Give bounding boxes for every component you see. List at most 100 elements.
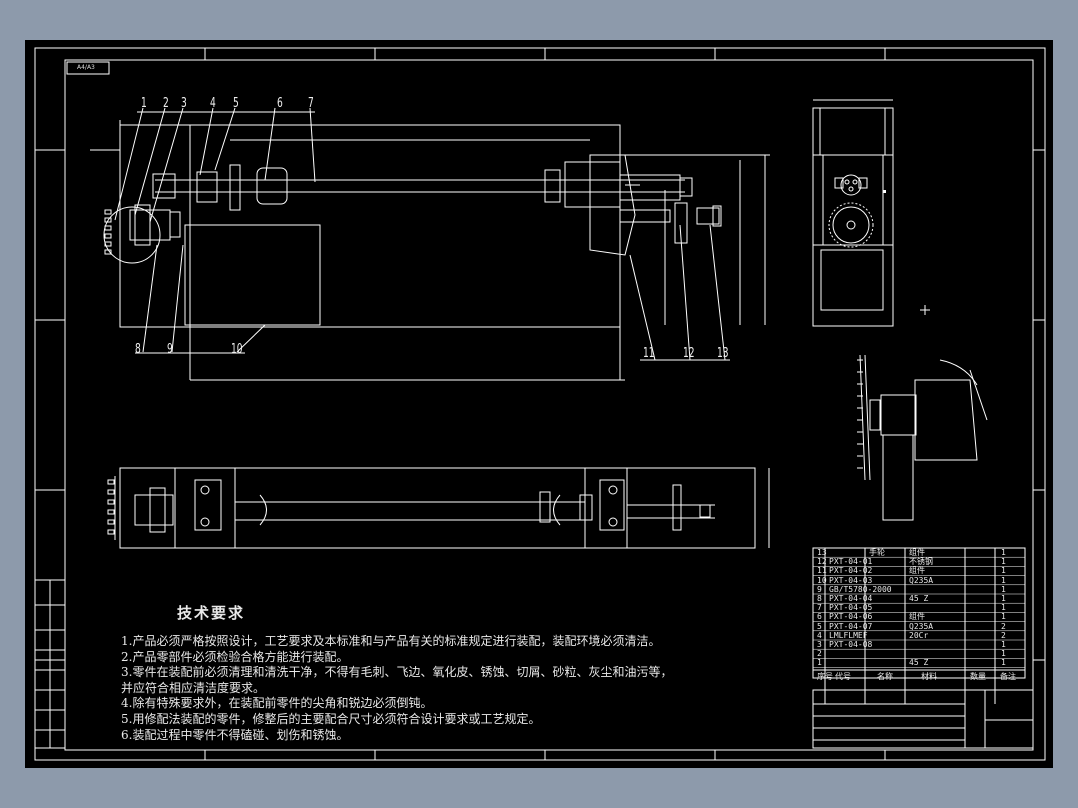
bom-cell-qty: 1 (1001, 584, 1006, 594)
bom-cell-material: 45 Z (909, 594, 929, 603)
bom-header: 序号 代号 名称 材料 数量 备注 (815, 670, 1027, 684)
part-number-9: 9 (167, 342, 173, 357)
bom-cell-code: LMLFLMEF (829, 630, 868, 640)
bom-cell-qty: 1 (1001, 594, 1006, 603)
bom-cell-material: 组件 (909, 566, 925, 576)
part-number-12: 12 (683, 346, 695, 361)
part-number-8: 8 (135, 342, 141, 357)
outer-frame (34, 47, 1046, 761)
part-number-13: 13 (717, 346, 729, 361)
bom-header-code: 代号 (835, 672, 851, 681)
side-view-frame (812, 107, 894, 327)
bom-cell-material: 组件 (909, 612, 925, 622)
bom-cell-no: 7 (817, 603, 822, 613)
bom-cell-code: PXT-04-08 (829, 640, 873, 649)
bom-cell-no: 8 (817, 594, 822, 603)
bom-cell-no: 4 (817, 630, 822, 640)
bom-cell-code: GB/T5780-2000 (829, 584, 892, 594)
bom-cell-qty: 1 (1001, 603, 1006, 613)
bom-cell-material: 20Cr (909, 630, 929, 640)
bom-cell-no: 12 (817, 557, 827, 567)
bom-cell-qty: 2 (1001, 630, 1006, 640)
bom-cell-material: 组件 (909, 548, 925, 557)
bom-row: 8 PXT-04-04 45 Z 1 (815, 594, 1027, 603)
part-number-6: 6 (277, 96, 283, 111)
bom-cell-no: 5 (817, 621, 822, 631)
bom-cell-no: 10 (817, 575, 827, 585)
requirement-line: 1.产品必须严格按照设计，工艺要求及本标准和与产品有关的标准规定进行装配，装配环… (121, 634, 661, 648)
title-block (812, 689, 1034, 749)
requirement-line: 2.产品零部件必须检验合格方能进行装配。 (121, 649, 349, 664)
requirement-line: 6.装配过程中零件不得磕碰、划伤和锈蚀。 (121, 727, 349, 742)
bom-cell-material: Q235A (909, 621, 934, 631)
sprocket (832, 206, 870, 244)
bom-cell-qty: 1 (1001, 658, 1006, 668)
bom-cell-material: 45 Z (909, 658, 929, 668)
requirement-line: 并应符合相应清洁度要求。 (121, 680, 266, 695)
part-number-7: 7 (308, 96, 314, 111)
bom-cell-qty: 1 (1001, 566, 1006, 576)
bom-cell-no: 9 (817, 584, 822, 594)
bom-cell-no: 13 (817, 548, 827, 557)
bom-row: 5 PXT-04-07 Q235A 2 (815, 622, 1027, 631)
bom-cell-code: PXT-04-03 (829, 575, 873, 585)
bom-header-qty: 数量 (970, 672, 986, 681)
requirement-line: 5.用修配法装配的零件，修整后的主要配合尺寸必须符合设计要求或工艺规定。 (121, 711, 541, 726)
bom-cell-qty: 1 (1001, 575, 1006, 585)
corner-tag-box (66, 61, 110, 75)
bom-header-note: 备注 (1000, 672, 1016, 681)
bom-cell-qty: 1 (1001, 640, 1006, 649)
assembly-drawing (34, 47, 1046, 761)
bom-cell-material: 不锈钢 (909, 557, 933, 567)
detail-circle (103, 206, 161, 264)
bom-row: 7 PXT-04-05 1 (815, 603, 1027, 612)
bom-cell-no: 11 (817, 566, 827, 576)
bom-cell-code: PXT-04-02 (829, 566, 873, 576)
bom-cell-code: PXT-04-04 (829, 594, 873, 603)
bom-cell-qty: 1 (1001, 548, 1006, 557)
bom-cell-qty: 2 (1001, 621, 1006, 631)
requirement-line: 3.零件在装配前必须清理和清洗干净，不得有毛刺、飞边、氧化皮、锈蚀、切屑、砂粒、… (121, 665, 673, 680)
bom-cell-qty: 1 (1001, 612, 1006, 622)
technical-requirements-title: 技术要求 (177, 604, 246, 622)
part-number-2: 2 (163, 96, 169, 111)
bom-row: 4 LMLFLMEF 20Cr 2 (815, 631, 1027, 640)
part-number-3: 3 (181, 96, 187, 111)
bom-cell-code: PXT-04-07 (829, 621, 873, 631)
inner-frame (64, 59, 1034, 751)
bom-cell-code: PXT-04-01 (829, 557, 873, 567)
bom-row: 3 PXT-04-08 1 (815, 640, 1027, 649)
bom-cell-qty: 1 (1001, 557, 1006, 567)
bom-cell-no: 2 (817, 649, 822, 659)
bom-row: 1 45 Z 1 (815, 658, 1027, 667)
part-number-4: 4 (210, 96, 216, 111)
technical-requirements-list: 1.产品必须严格按照设计，工艺要求及本标准和与产品有关的标准规定进行装配，装配环… (121, 634, 672, 743)
cad-viewport[interactable]: A4/A3 1 2 3 4 5 6 7 8 9 10 11 12 13 技术要求… (25, 40, 1053, 768)
bom-header-material: 材料 (921, 672, 937, 681)
plan-view-frame (119, 467, 756, 549)
part-number-10: 10 (231, 342, 243, 357)
bom-cell-qty: 1 (1001, 649, 1006, 659)
front-view-frame (119, 124, 621, 328)
bom-cell-code: PXT-04-06 (829, 612, 873, 622)
requirement-line: 4.除有特殊要求外，在装配前零件的尖角和锐边必须倒钝。 (121, 696, 433, 711)
part-number-1: 1 (141, 96, 147, 111)
bom-cell-material: Q235A (909, 575, 934, 585)
bom-header-name: 名称 (877, 672, 893, 681)
bom-header-no: 序号 (817, 672, 833, 681)
bom-cell-no: 1 (817, 658, 822, 668)
bom-row: 6 PXT-04-06 组件 1 (815, 612, 1027, 621)
bom-cell-code: PXT-04-05 (829, 603, 873, 613)
bom-table (812, 547, 1026, 679)
part-number-11: 11 (643, 346, 655, 361)
bom-row: 9 GB/T5780-2000 1 (815, 585, 1027, 594)
bom-cell-no: 3 (817, 640, 822, 649)
part-number-5: 5 (233, 96, 239, 111)
corner-tag: A4/A3 (77, 64, 95, 71)
bom-cell-no: 6 (817, 612, 822, 622)
